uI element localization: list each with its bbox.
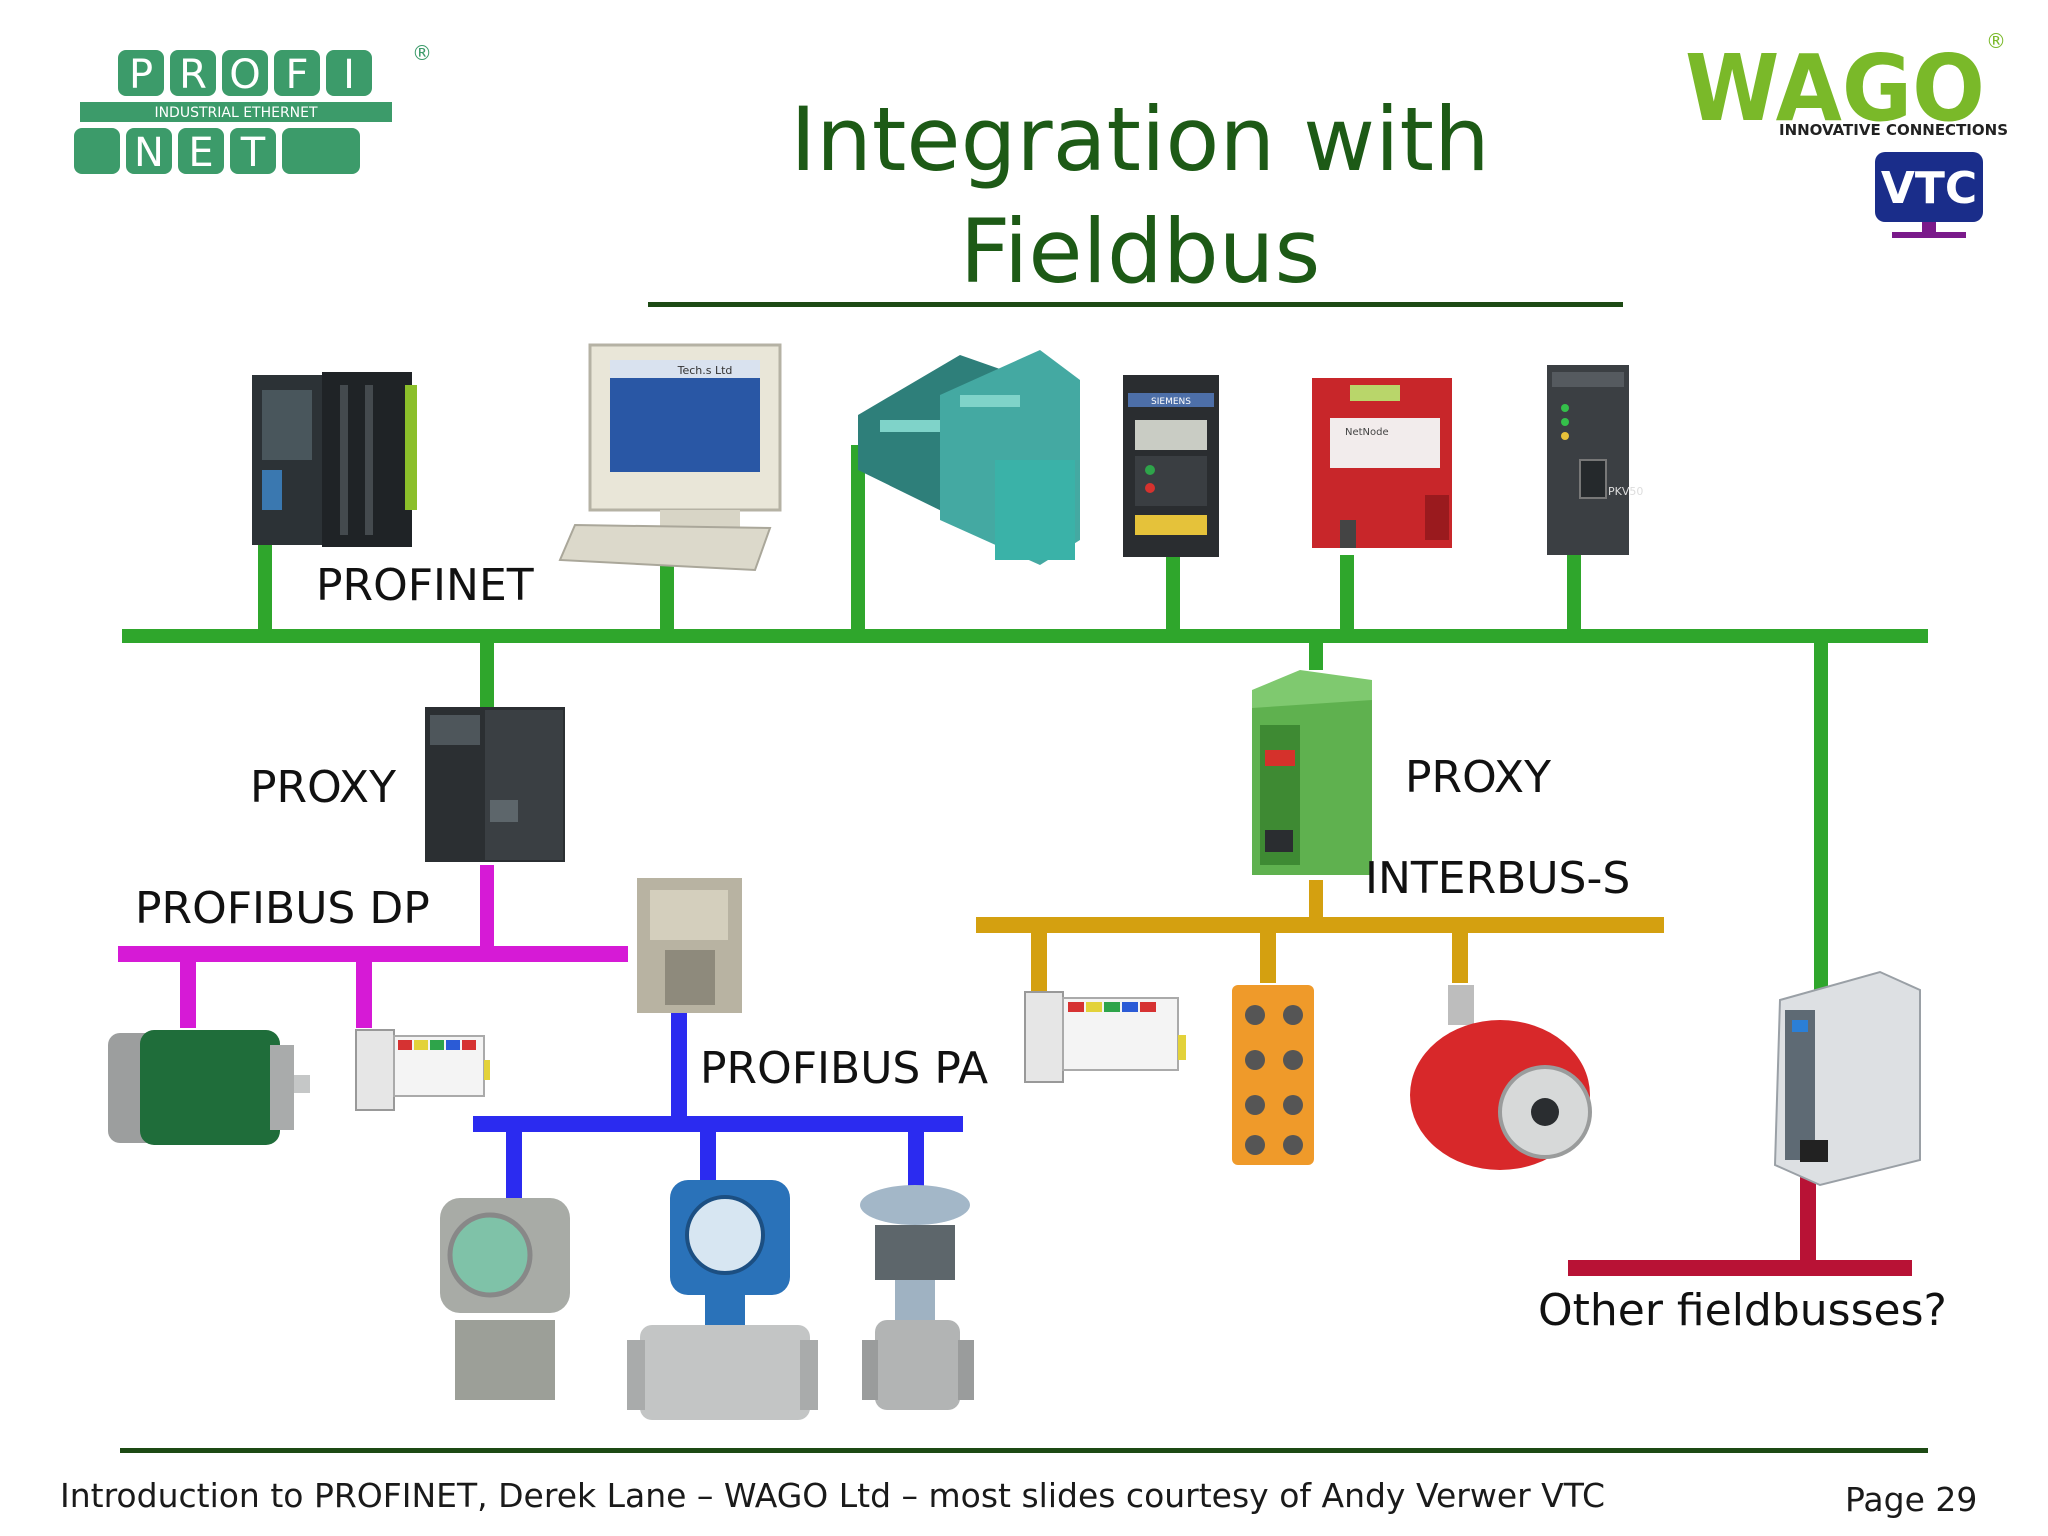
title-underline [648,302,1623,307]
profibus-pa-label: PROFIBUS PA [700,1043,989,1094]
profinet-logo-letter-i: I [343,52,355,98]
pc-screen-text: Tech.s Ltd [677,364,733,377]
io-node-dp-device [355,1029,490,1111]
io-node-interbus-device [1024,991,1186,1083]
profibus-dp-label: PROFIBUS DP [135,883,430,934]
drop-drive [1166,555,1180,635]
drive-brand-text: SIEMENS [1151,397,1191,407]
profinet-bus [122,445,1928,990]
wago-logo: WAGO ® INNOVATIVE CONNECTIONS [1685,29,2008,142]
drop-pc [660,555,674,635]
proxy-left-device [425,707,565,862]
proxy-right-device [1252,670,1372,875]
profinet-logo: P R O F I INDUSTRIAL ETHERNET N E T ® [74,41,432,176]
drop-proxy-right [1309,640,1323,670]
orange-io-box-device [1232,985,1314,1165]
title-line-1: Integration with [790,88,1490,191]
drop-pkv50 [1567,555,1581,635]
vtc-logo-text: VTC [1881,163,1977,214]
page-number: Page 29 [1845,1480,1978,1519]
pc-device: Tech.s Ltd [558,343,782,572]
profinet-logo-letter-r: R [179,52,207,98]
control-valve-device [860,1185,974,1410]
profinet-logo-letter-p: P [129,52,153,98]
profinet-logo-letter-f: F [285,52,308,98]
drop-gateway [1340,555,1354,635]
vtc-logo: VTC [1875,152,1983,238]
drive-device: SIEMENS [1123,375,1219,557]
gateway-device: NetNode [1312,378,1452,548]
profinet-logo-registered: ® [412,41,432,65]
pressure-transmitter-device [440,1198,570,1400]
profinet-logo-letter-e: E [188,130,213,176]
drop-proxy-left [480,640,494,708]
interbus-bus [976,880,1664,998]
flowmeter-device [627,1180,818,1420]
pkv50-model-text: PKV50 [1608,485,1643,498]
title-line-2: Fieldbus [959,200,1321,303]
other-gateway-device [1773,970,1921,1187]
drop-other-gateway [1814,640,1828,990]
io-module-device [858,350,1080,565]
profinet-logo-letter-t: T [240,130,266,176]
profinet-letters-top: P R O F I [118,50,372,98]
profinet-logo-letter-o: O [229,52,260,98]
other-fieldbus-label: Other fieldbusses? [1538,1285,1947,1336]
slide-title: Integration with Fieldbus [640,84,1640,308]
profinet-label: PROFINET [316,560,534,611]
drop-io-module [851,445,865,635]
footer-rule [120,1448,1928,1453]
footer-credit: Introduction to PROFINET, Derek Lane – W… [60,1476,1606,1515]
pa-coupler-device [637,878,742,1013]
proxy-left-label: PROXY [250,762,396,813]
wago-tagline: INNOVATIVE CONNECTIONS [1779,121,2008,139]
profibus-dp-bus [118,865,628,1028]
plc-device [252,372,417,547]
proxy-right-label: PROXY [1405,752,1551,803]
gateway-brand-text: NetNode [1345,427,1389,438]
profinet-logo-letter-n: N [134,130,164,176]
interbus-label: INTERBUS-S [1365,853,1631,904]
pkv50-device: PKV50 [1547,365,1643,555]
motor-device [108,1030,310,1145]
encoder-device [1410,985,1592,1170]
profinet-letters-bottom: N E T [74,128,360,176]
wago-logo-registered: ® [1986,29,2006,53]
profinet-logo-subtitle: INDUSTRIAL ETHERNET [154,105,318,121]
wago-logo-text: WAGO [1685,35,1985,142]
profibus-pa-bus [473,1010,963,1198]
